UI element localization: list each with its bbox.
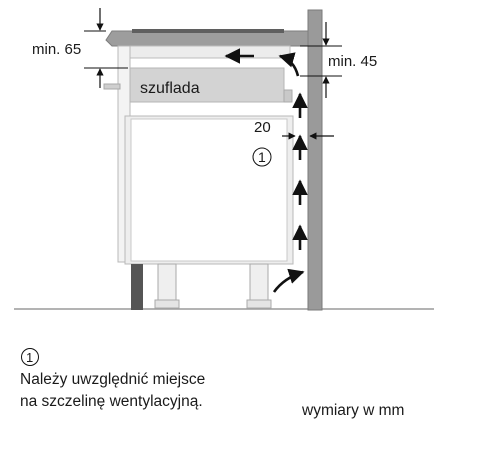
worktop [105, 30, 309, 47]
note-line-1: Należy uwzględnić miejsce [20, 371, 206, 388]
callout-marker [252, 147, 272, 167]
min-top-label: min. 65 [32, 41, 81, 58]
cooktop [132, 29, 284, 33]
note-marker: 1 [21, 348, 39, 366]
wall [307, 9, 323, 311]
note-marker-number: 1 [26, 350, 33, 365]
airflow-arrow-curve-top [278, 52, 300, 77]
cabinet-inner [130, 118, 288, 262]
callout-marker-number: 1 [258, 149, 266, 165]
ventilation-note: 1 Należy uwzględnić miejsce na szczelinę… [20, 347, 205, 413]
airflow-arrow-bottom [272, 268, 305, 293]
note-line-2: na szczelinę wentylacyjną. [20, 393, 203, 410]
drawer-back [283, 89, 293, 103]
hob-body [123, 45, 291, 59]
leg-front-foot [154, 299, 180, 309]
drawer-label: szuflada [140, 80, 200, 97]
gap-label: 20 [254, 119, 271, 136]
drawer [129, 67, 285, 103]
leg-back-foot [246, 299, 272, 309]
plinth [131, 264, 143, 310]
min-side-label: min. 45 [328, 53, 377, 70]
units-label: wymiary w mm [302, 402, 405, 419]
front-handle [103, 83, 121, 90]
